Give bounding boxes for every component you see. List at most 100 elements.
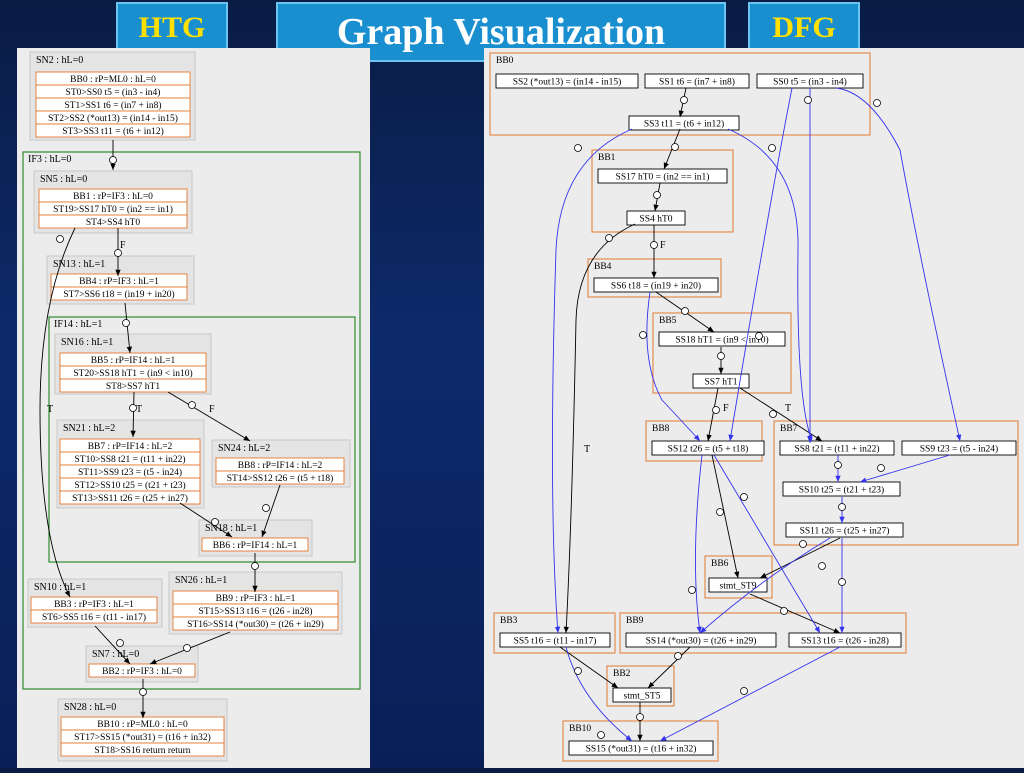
dfg-block-label: BB7 <box>780 424 798 434</box>
dfg-stmt-text: SS11 t26 = (t25 + in27) <box>800 526 890 537</box>
dfg-edge <box>647 646 691 689</box>
edge-label-t: T <box>47 404 53 415</box>
dfg-stmt-text: SS5 t16 = (t11 - in17) <box>514 636 597 647</box>
dfg-stmt-ss15: SS15 (*out31) = (t16 + in32) <box>568 740 714 756</box>
node-label: SN24 : hL=2 <box>218 443 270 454</box>
dfg-stmt-text: SS7 hT1 <box>705 378 738 388</box>
node-label: SN28 : hL=0 <box>64 702 116 713</box>
node-row-box <box>30 609 158 624</box>
htg-edge <box>261 484 281 538</box>
dfg-block-bb3: BB3 <box>493 612 616 654</box>
node-row-box <box>88 663 196 678</box>
dfg-block-bb0: BB0 <box>489 52 871 136</box>
htg-edge <box>167 391 251 442</box>
dfg-stmt-ss3: SS3 t11 = (t6 + in12) <box>628 115 740 131</box>
dfg-tag: DFG <box>748 2 860 54</box>
dfg-edge <box>706 387 719 442</box>
dfg-block-label: BB8 <box>652 424 670 434</box>
dfg-stmt-text: SS6 t18 = (in19 + in20) <box>611 281 701 292</box>
node-label: SN10 : hL=1 <box>34 582 86 593</box>
node-row-text: BB1 : rP=IF3 : hL=0 <box>73 192 153 202</box>
dfg-stmt-text: SS18 hT1 = (in9 < in10) <box>675 335 768 346</box>
dfg-block-label: BB6 <box>711 559 729 569</box>
dfg-control-edges <box>559 87 841 741</box>
node-label: SN21 : hL=2 <box>63 423 115 434</box>
group-label-if3: IF3 : hL=0 <box>28 154 71 165</box>
dfg-block-label: BB1 <box>598 153 616 163</box>
dfg-edge <box>749 593 841 634</box>
node-row-box <box>60 742 225 757</box>
dfg-data-edges <box>551 87 962 742</box>
dfg-edge <box>711 454 740 579</box>
dfg-stmt-text: SS17 hT0 = (in2 == in1) <box>616 172 710 183</box>
dfg-edge <box>695 454 703 634</box>
node-row-text: ST15>SS13 t16 = (t26 - in28) <box>199 606 313 617</box>
dfg-stmt-ss17: SS17 hT0 = (in2 == in1) <box>597 168 728 184</box>
dfg-stmt-ss4: SS4 hT0 <box>626 210 686 226</box>
edge-label-f: F <box>723 403 729 414</box>
dfg-block-bb4: BB4 <box>587 258 722 298</box>
dfg-stmt-text: SS2 (*out13) = (in14 - in15) <box>513 77 622 88</box>
node-row-text: BB5 : rP=IF14 : hL=1 <box>91 356 176 366</box>
dfg-block-label: BB5 <box>659 316 677 326</box>
node-row-box <box>59 378 207 393</box>
node-row-box <box>38 214 188 229</box>
dfg-edge <box>859 454 951 483</box>
node-row-text: ST14>SS12 t26 = (t5 + t18) <box>227 473 334 484</box>
dfg-stmt-ss9: SS9 t23 = (t5 - in24) <box>901 440 1017 456</box>
dfg-edge <box>563 223 636 634</box>
dfg-stmt-text: SS8 t21 = (t11 + in22) <box>794 444 879 455</box>
dfg-stmt-ss18: SS18 hT1 = (in9 < in10) <box>658 331 786 347</box>
dfg-edge <box>728 87 793 442</box>
node-label: SN2 : hL=0 <box>36 55 83 66</box>
node-row-text: ST10>SS8 t21 = (t11 + in22) <box>75 454 186 465</box>
node-row-box <box>201 537 309 552</box>
group-if3 <box>22 151 361 690</box>
node-row-text: ST16>SS14 (*out30) = (t26 + in29) <box>187 619 324 630</box>
dfg-edge <box>559 646 619 689</box>
dfg-block-bb5: BB5 <box>652 312 792 394</box>
node-row-text: BB0 : rP=ML0 : hL=0 <box>70 75 156 85</box>
edge-label-f: F <box>209 404 215 415</box>
group-label-if14: IF14 : hL=1 <box>54 319 102 330</box>
dfg-stmt-text: SS3 t11 = (t6 + in12) <box>644 119 724 130</box>
dfg-edge <box>699 537 831 634</box>
dfg-stmt-text: SS9 t23 = (t5 - in24) <box>920 444 998 455</box>
dfg-stmt-text: SS1 t6 = (in7 + in8) <box>659 77 735 88</box>
node-row-text: ST20>SS18 hT1 = (in9 < in10) <box>73 368 192 379</box>
dfg-block-label: BB10 <box>569 724 591 734</box>
dfg-block-bb2: BB2 <box>606 665 675 707</box>
htg-edges <box>39 140 281 718</box>
htg-edge <box>130 391 136 438</box>
dfg-stmt-text: SS4 hT0 <box>640 215 673 225</box>
dfg-stmt-ss2: SS2 (*out13) = (in14 - in15) <box>495 73 639 89</box>
edge-label-f: F <box>120 240 126 251</box>
dfg-stmt-ss1: SS1 t6 = (in7 + in8) <box>644 73 750 89</box>
htg-edge <box>179 502 233 538</box>
node-row-text: ST6>SS5 t16 = (t11 - in17) <box>42 612 146 623</box>
node-row-text: ST19>SS17 hT0 = (in2 == in1) <box>53 204 173 215</box>
node-row-text: BB6 : rP=IF14 : hL=1 <box>213 541 298 551</box>
node-row-box <box>215 470 345 485</box>
dfg-stmt-ss11: SS11 t26 = (t25 + in27) <box>785 522 904 538</box>
dfg-block-label: BB9 <box>626 616 644 626</box>
dfg-edge <box>835 87 962 442</box>
dfg-edge <box>759 537 841 579</box>
dfg-stmt-text: SS14 (*out30) = (t26 + in29) <box>646 636 757 647</box>
node-row-text: ST8>SS7 hT1 <box>106 382 160 392</box>
dfg-edge <box>565 646 633 742</box>
dfg-stmt-text: SS15 (*out31) = (t16 + in32) <box>586 744 697 755</box>
node-row-text: ST2>SS2 (*out13) = (in14 - in15) <box>48 113 178 124</box>
dfg-edge <box>739 387 823 442</box>
node-row-text: ST17>SS15 (*out31) = (t16 + in32) <box>74 732 211 743</box>
dfg-block-bb6: BB6 <box>704 555 773 599</box>
dfg-stmt-text: stmt_ST5 <box>624 692 661 702</box>
